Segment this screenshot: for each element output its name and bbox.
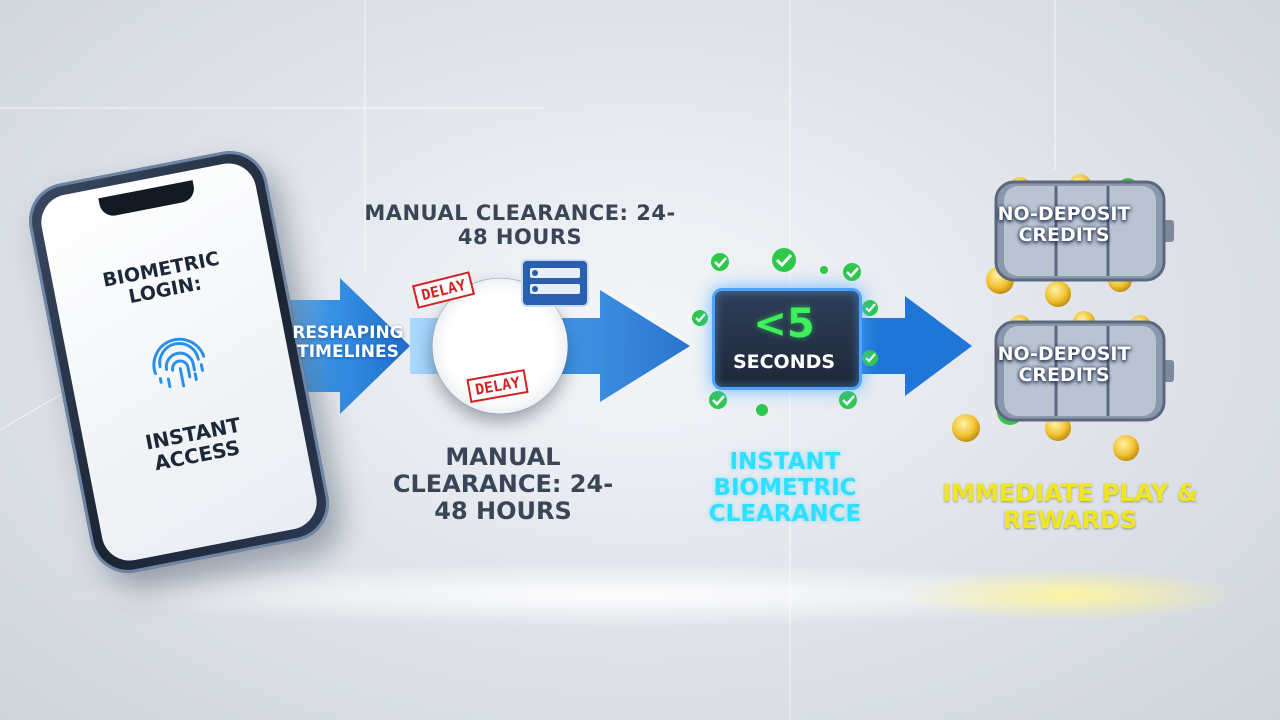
phone-title: Biometric Login: <box>100 247 222 309</box>
credits-top-label: No-Deposit Credits <box>997 203 1131 246</box>
check-icon <box>862 300 878 316</box>
slot-reel-icon <box>994 320 1174 422</box>
check-icon <box>711 253 729 271</box>
check-icon <box>839 391 857 409</box>
coin-icon <box>952 414 980 442</box>
rewards-label: Immediate Play & Rewards <box>942 479 1198 534</box>
floor-glow-yellow <box>900 569 1240 621</box>
fingerprint-icon <box>152 337 206 389</box>
slot-reel-icon <box>994 180 1174 282</box>
check-icon <box>820 266 828 274</box>
check-icon <box>862 350 878 366</box>
manual-clearance-bottom-label: Manual Clearance: 24-48 Hours <box>392 443 614 525</box>
smartphone: Biometric Login: Instant Access <box>22 144 336 580</box>
timer-value: <5 <box>753 301 815 347</box>
floor-glow <box>60 563 1180 627</box>
coin-icon <box>1045 281 1071 307</box>
phone-notch <box>98 180 197 219</box>
id-card-icon <box>521 259 589 307</box>
check-icon <box>772 248 796 272</box>
coin-icon <box>1113 435 1139 461</box>
check-icon <box>843 263 861 281</box>
instant-clearance-label: Instant Biometric Clearance <box>708 449 862 527</box>
credits-bottom-label: No-Deposit Credits <box>997 343 1131 386</box>
timer-box <box>712 288 862 390</box>
check-icon <box>709 391 727 409</box>
phone-screen: Biometric Login: Instant Access <box>36 158 322 566</box>
phone-subtitle: Instant Access <box>143 412 243 476</box>
check-icon <box>692 310 708 326</box>
timer-unit: Seconds <box>732 351 836 373</box>
check-icon <box>756 404 768 416</box>
check-icon-cluster <box>692 248 878 416</box>
manual-clearance-top-label: Manual Clearance: 24-48 Hours <box>364 201 676 249</box>
arrow-label: Reshaping Timelines <box>292 323 404 363</box>
